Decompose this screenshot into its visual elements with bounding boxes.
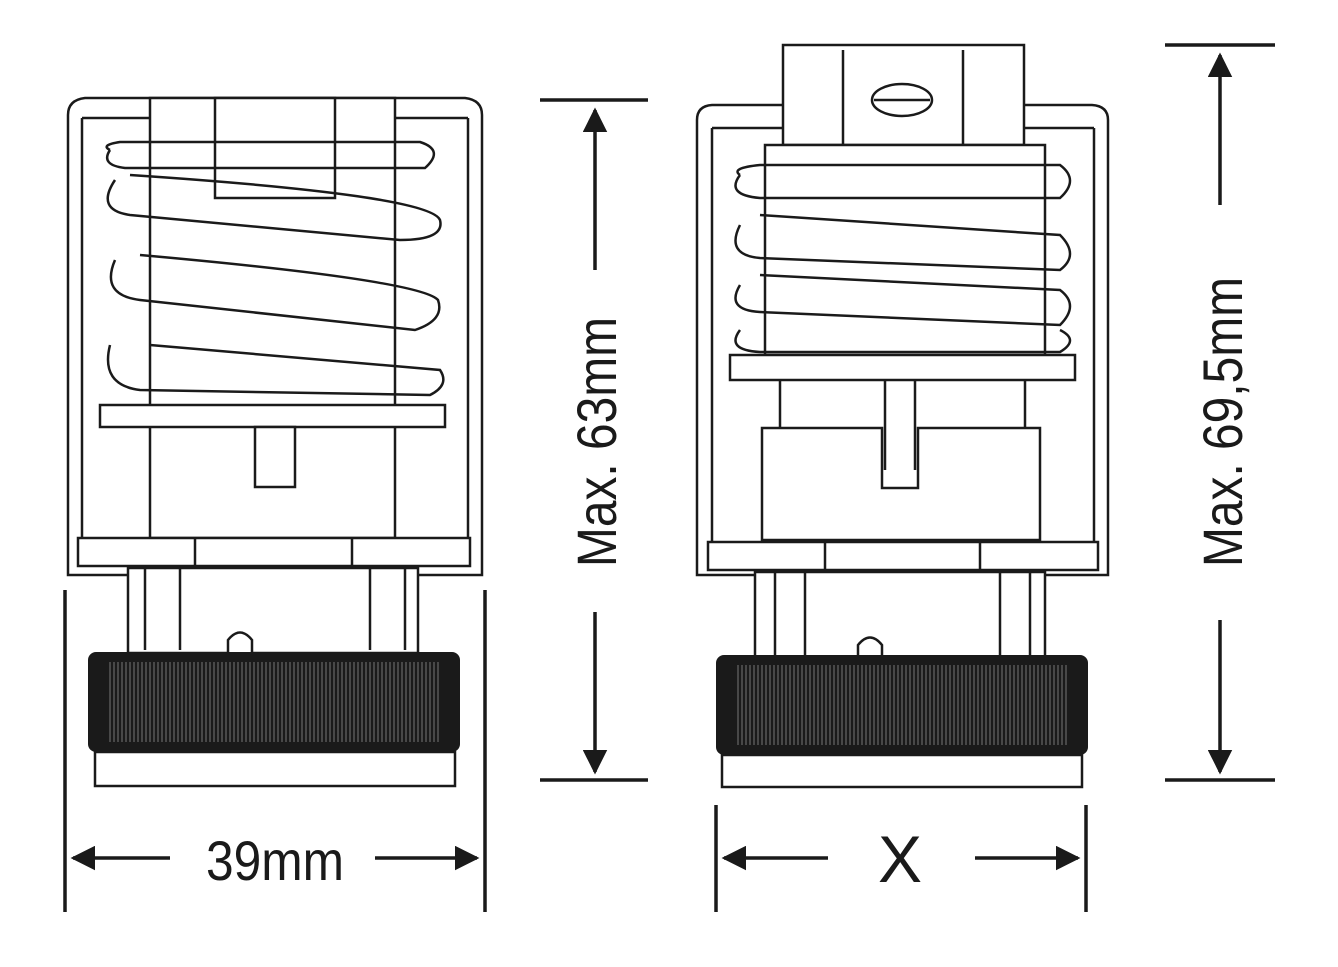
right-height-label: Max. 69,5mm: [1191, 277, 1254, 567]
left-height-dimension: Max. 63mm: [540, 98, 648, 782]
left-width-label: 39mm: [206, 829, 344, 892]
right-actuator: [695, 43, 1110, 789]
left-height-label: Max. 63mm: [565, 317, 628, 567]
knurl-lines: [737, 665, 1067, 745]
left-width-dimension: 39mm: [63, 590, 487, 912]
left-actuator: [66, 96, 484, 788]
spring: [105, 140, 445, 397]
right-height-dimension: Max. 69,5mm: [1165, 43, 1275, 782]
right-width-dimension: X: [714, 805, 1088, 912]
right-width-label: X: [878, 822, 922, 896]
spring: [734, 163, 1072, 354]
knurl-lines: [109, 662, 439, 742]
